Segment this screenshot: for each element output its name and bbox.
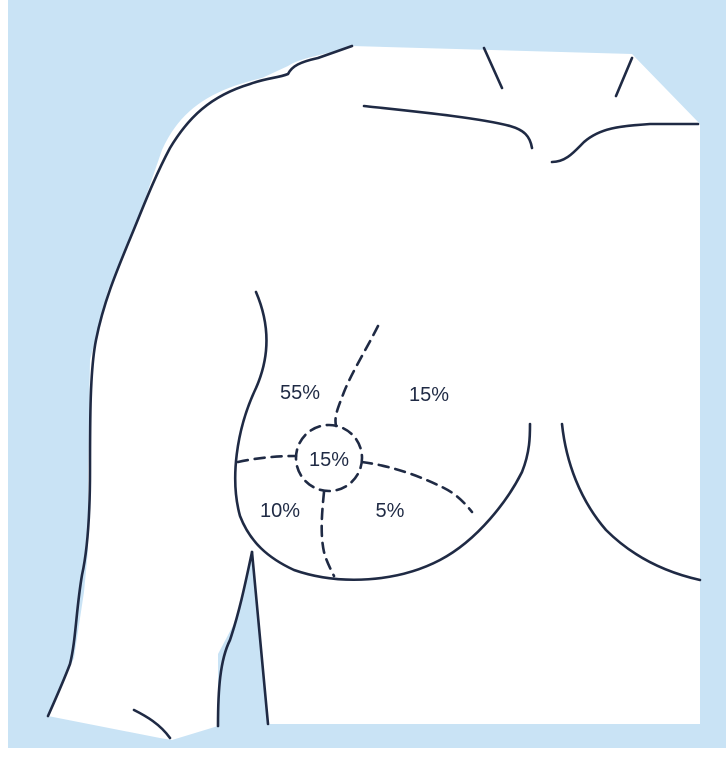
lower-outer-quadrant-label: 10% <box>260 500 300 522</box>
upper-inner-quadrant-label: 15% <box>409 384 449 406</box>
bottom-margin <box>0 748 726 769</box>
lower-inner-quadrant-label: 5% <box>376 500 405 522</box>
central-region-label: 15% <box>309 449 349 471</box>
upper-outer-quadrant-label: 55% <box>280 382 320 404</box>
left-margin <box>0 0 8 769</box>
